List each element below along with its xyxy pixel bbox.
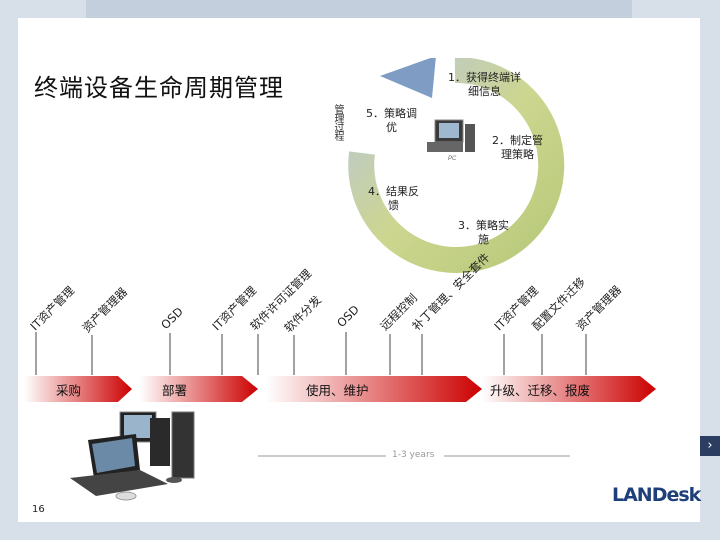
phase-arrow-use: [266, 376, 482, 402]
cycle-step-1: 1．获得终端详 细信息: [448, 71, 521, 98]
phase-arrow-upgrade: [482, 376, 656, 402]
cycle-step-2: 2．制定管 理策略: [492, 134, 543, 161]
top-band: [86, 0, 632, 18]
chevron-right-icon: ›: [707, 438, 713, 453]
cycle-arrowhead: [380, 58, 436, 98]
cycle-step-3: 3．策略实 施: [458, 219, 509, 246]
frame-left: [0, 0, 18, 540]
cycle-side-label: 管理过程: [332, 104, 343, 140]
phase-use-maintain: 使用、维护: [306, 383, 369, 398]
timeline-label: 1-3 years: [392, 450, 435, 460]
next-slide-button[interactable]: ›: [700, 436, 720, 456]
management-cycle: PC: [348, 58, 565, 273]
hardware-illustration: [70, 411, 195, 501]
cycle-step-5: 5．策略调 优: [366, 107, 417, 134]
frame-right: [700, 0, 720, 540]
phase-procure: 采购: [56, 383, 82, 398]
landesk-logo: LANDesk: [612, 484, 701, 506]
frame-bottom: [0, 522, 720, 540]
page-number: 16: [32, 504, 45, 515]
page-title: 终端设备生命周期管理: [34, 74, 284, 102]
pc-label: PC: [448, 156, 457, 162]
phase-deploy: 部署: [162, 383, 188, 398]
cycle-step-4: 4．结果反 馈: [368, 185, 419, 212]
cycle-ring: [348, 58, 565, 273]
phase-arrow-procure: [24, 376, 132, 402]
computer-icon: [427, 119, 475, 152]
phase-arrow-deploy: [140, 376, 258, 402]
phase-upgrade-retire: 升级、迁移、报废: [490, 383, 591, 398]
